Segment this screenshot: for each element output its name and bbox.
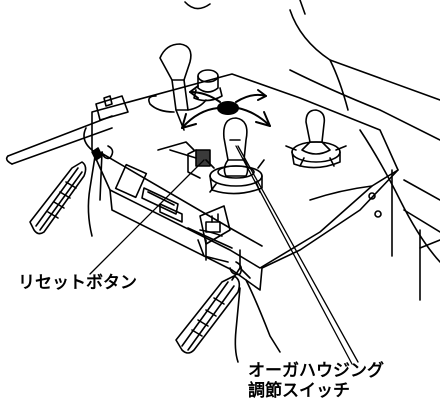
control-panel-body: [91, 73, 399, 291]
right-joystick-drawing: [285, 109, 347, 169]
reset-button-drawing: [157, 141, 211, 179]
right-grip-drawing: [175, 261, 281, 363]
left-handlebar-drawing: [5, 95, 129, 165]
auger-leader-line-b: [237, 145, 359, 363]
top-fragment: [184, 1, 211, 10]
four-way-arrow-icon: [181, 85, 271, 129]
auger-switch-label-line1: オーガハウジング: [248, 361, 384, 381]
left-lever-drawing: [148, 43, 207, 131]
side-plug-drawing: [197, 205, 231, 263]
rear-knob-drawing: [193, 69, 223, 102]
callout-lines: [89, 145, 359, 365]
panel-screws: [368, 192, 382, 218]
auger-leader-line-a: [235, 145, 353, 365]
reset-button-label: リセットボタン: [18, 273, 137, 293]
engine-cover-outline: [289, 0, 440, 301]
side-panel-details: [114, 163, 233, 249]
left-grip-drawing: [29, 145, 114, 237]
auger-switch-label: オーガハウジング 調節スイッチ: [248, 361, 384, 401]
auger-switch-label-line2: 調節スイッチ: [248, 380, 350, 401]
reset-leader-line: [89, 159, 205, 275]
